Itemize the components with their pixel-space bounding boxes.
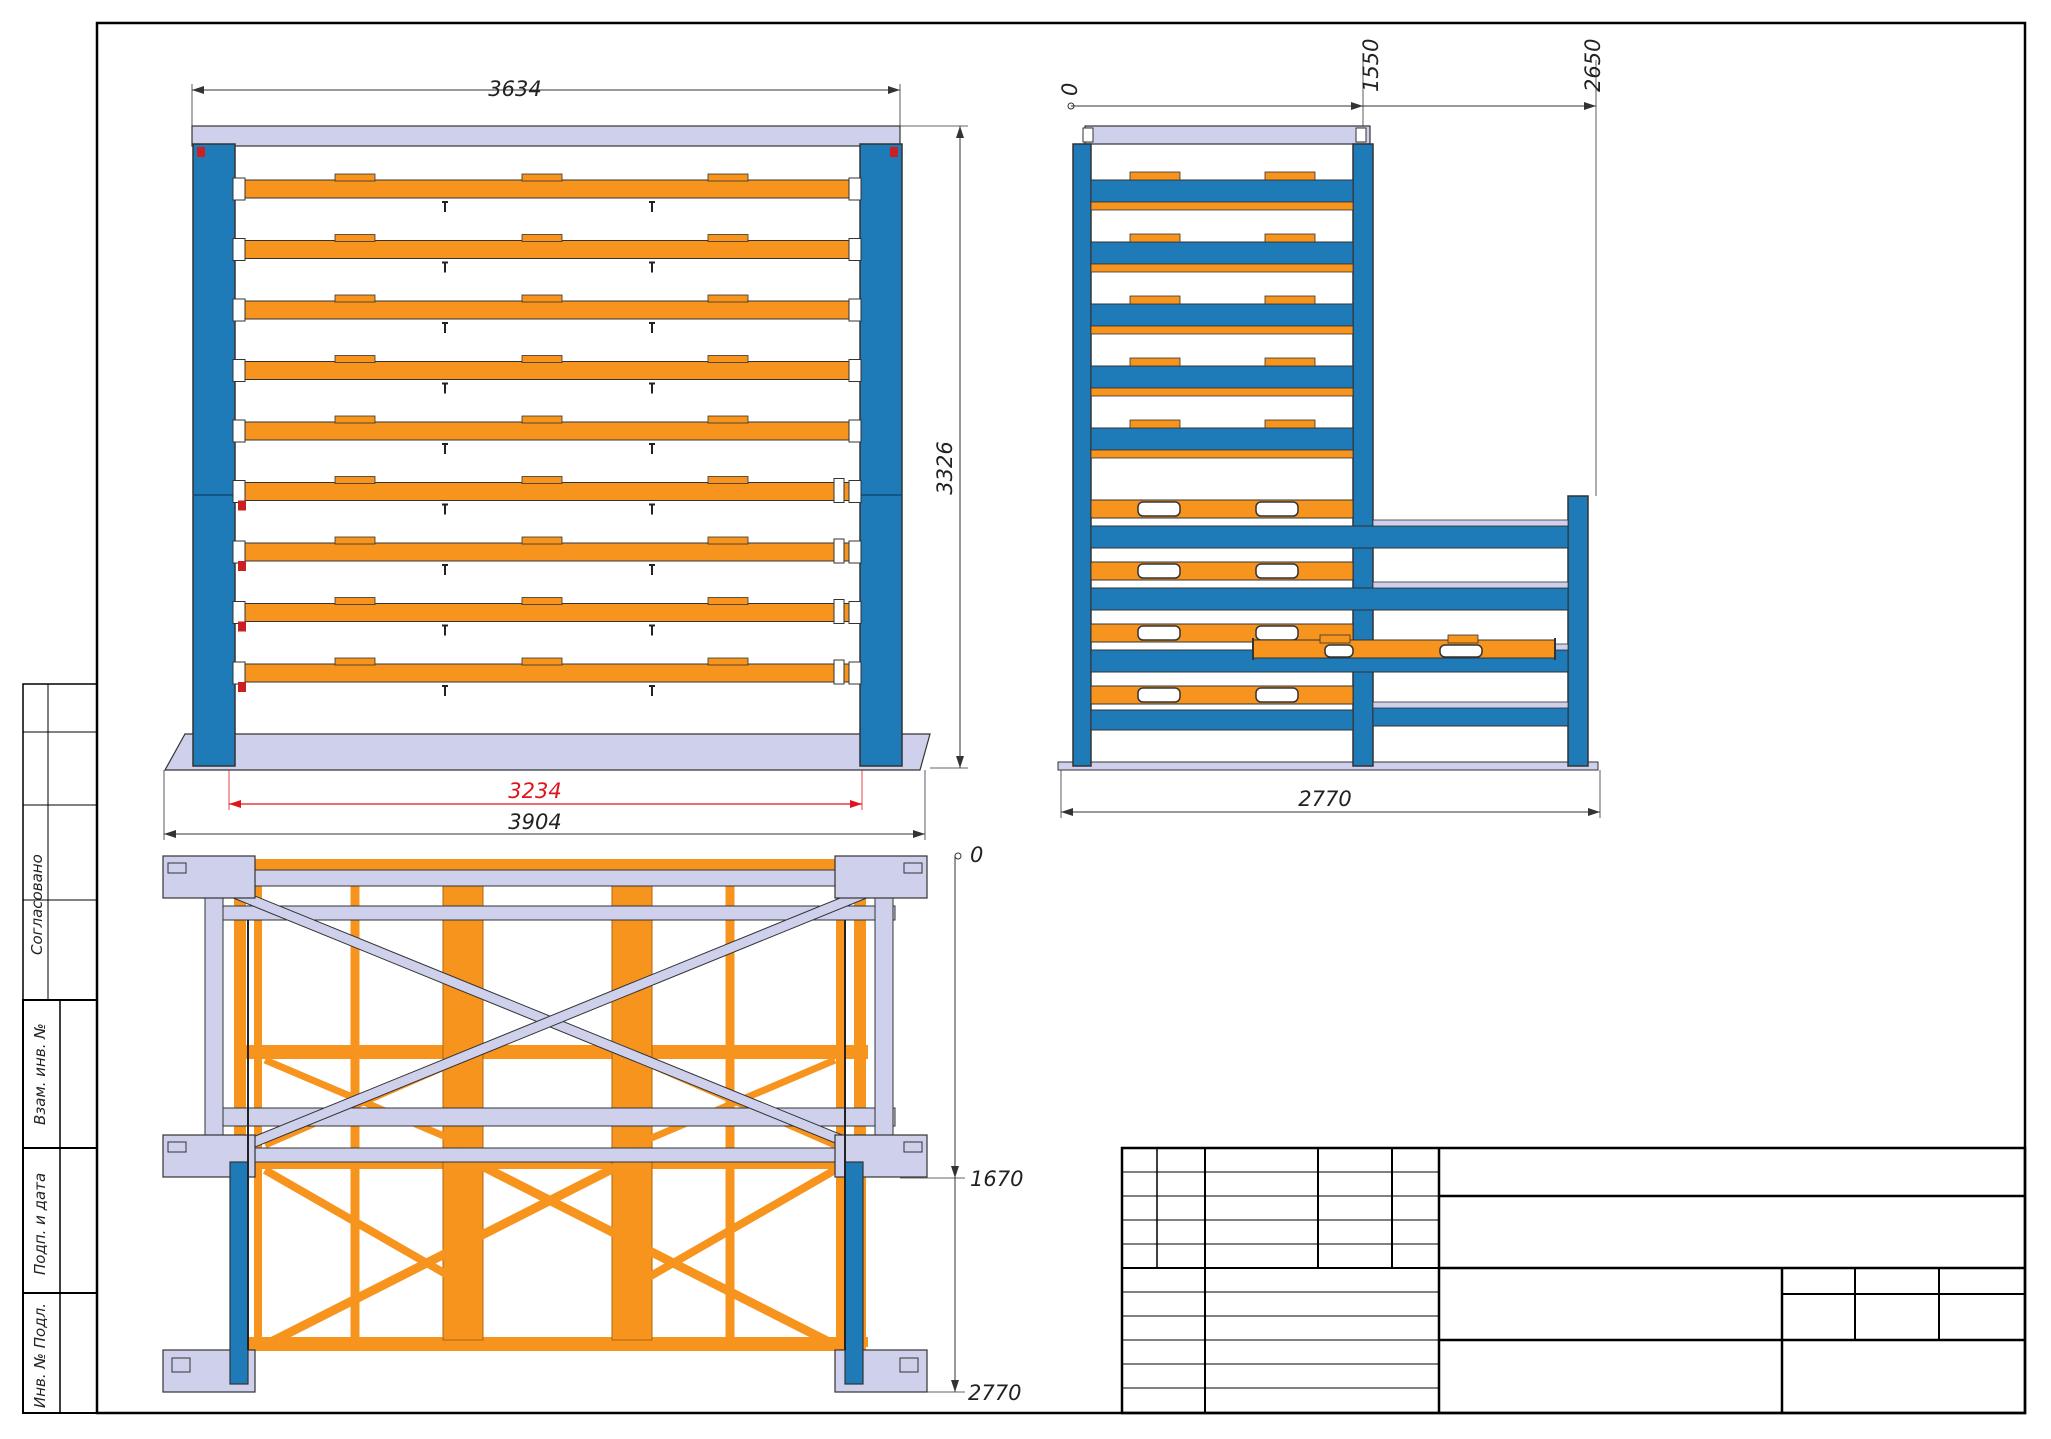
front-dim-3326: 3326	[933, 441, 957, 494]
plan-dim-2770: 2770	[968, 1381, 1021, 1405]
plan-dim-origin: 0	[970, 843, 983, 867]
front-top-beam	[191, 125, 901, 147]
side-shelf	[1090, 233, 1354, 273]
side-dim-2650: 2650	[1581, 39, 1605, 92]
stamp-inv-original-label: Инв. № Подл.	[31, 1303, 49, 1408]
side-dim-origin: 0	[1058, 83, 1082, 96]
side-view: 0 1550 2650 2770	[1057, 39, 1605, 818]
front-shelf	[232, 294, 862, 333]
stamp-column: Согласовано Взам. инв. № Подп. и дата Ин…	[22, 683, 98, 1414]
plan-view: 0 1670 2770	[162, 843, 1023, 1405]
front-shelf	[232, 355, 862, 394]
side-shelf	[1090, 295, 1354, 335]
side-mid-column	[1352, 143, 1374, 767]
front-view: 3634 3326 3234 3904	[163, 77, 968, 840]
side-dim-1550: 1550	[1359, 39, 1383, 92]
side-left-column	[1072, 143, 1092, 767]
plan-plate-top-left	[162, 855, 256, 899]
side-dim-2770: 2770	[1298, 787, 1351, 811]
front-shelf	[232, 476, 862, 515]
side-shelf	[1090, 357, 1354, 397]
front-right-column	[859, 143, 903, 767]
side-pullout-tray	[1252, 639, 1556, 659]
front-dim-3904: 3904	[508, 810, 561, 834]
side-shelf	[1090, 685, 1569, 731]
plan-plate-top-right	[834, 855, 928, 899]
title-block	[1120, 1146, 2027, 1415]
front-shelf	[232, 536, 862, 575]
stamp-inv-replacement-label: Взам. инв. №	[31, 1023, 49, 1125]
front-shelf	[232, 173, 862, 212]
sheet-border	[95, 21, 2027, 1415]
side-right-post	[1567, 495, 1589, 767]
stamp-agreed-label: Согласовано	[28, 854, 46, 955]
side-shelves	[1090, 171, 1569, 731]
front-dim-3634: 3634	[488, 77, 541, 101]
side-top-beam	[1084, 125, 1371, 145]
stamp-signature-date-label: Подп. и дата	[31, 1173, 49, 1275]
plan-dim-1670: 1670	[970, 1167, 1023, 1191]
plan-right-column	[844, 1161, 864, 1385]
plan-left-column	[229, 1161, 249, 1385]
side-shelf	[1090, 419, 1354, 459]
front-shelf	[232, 597, 862, 636]
front-shelf	[232, 415, 862, 454]
front-left-column	[192, 143, 236, 767]
side-base	[1057, 761, 1599, 771]
front-dim-3234: 3234	[508, 779, 561, 803]
front-shelf	[232, 657, 862, 696]
front-base-plate	[163, 733, 931, 771]
front-shelf	[232, 234, 862, 273]
front-shelves	[232, 173, 862, 696]
side-shelf	[1090, 561, 1569, 611]
plan-top-bar	[204, 869, 896, 887]
side-shelf	[1090, 499, 1569, 549]
side-shelf	[1090, 171, 1354, 211]
